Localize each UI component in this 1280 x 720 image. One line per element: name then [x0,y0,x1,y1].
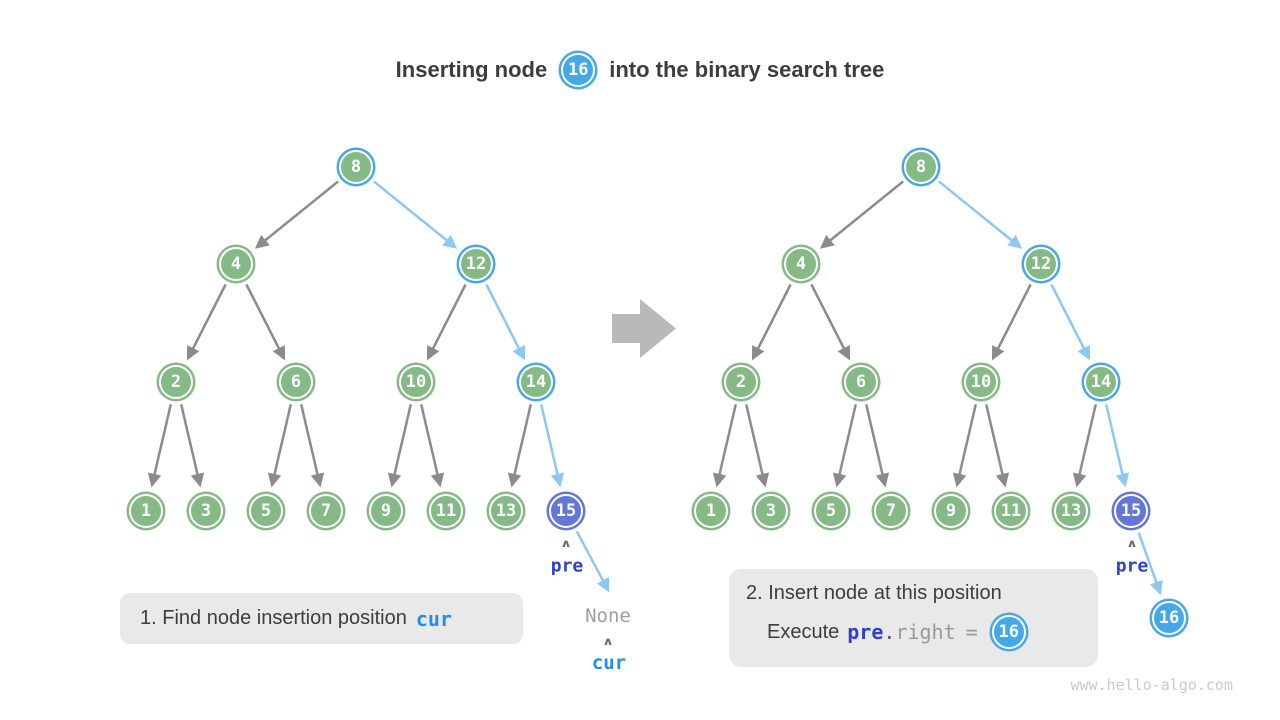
tree-edge [938,180,1023,249]
tree-edge [991,283,1032,361]
tree-edge [1050,283,1091,361]
tree-node-16: 16 [1152,601,1186,635]
none-label: None [585,605,631,627]
tree-node-12: 12 [459,247,493,281]
tree-node-8: 8 [904,150,938,184]
tree-node-13: 13 [1054,494,1088,528]
tree-node-10: 10 [399,365,433,399]
tree-node-14: 14 [1084,365,1118,399]
step2-equals: = [965,620,978,644]
tree-node-2: 2 [724,365,758,399]
tree-node-6: 6 [844,365,878,399]
tree-edge [539,404,565,488]
tree-edge [147,404,173,488]
tree-node-8: 8 [339,150,373,184]
step1-cur-code: cur [415,606,452,631]
tree-edge [485,283,526,361]
tree-node-11: 11 [429,494,463,528]
caret-up-icon: ∧ [1126,537,1138,551]
pre-label: pre [1115,555,1149,577]
tree-node-10: 10 [964,365,998,399]
step2-caption: 2. Insert node at this position Execute … [729,569,1098,667]
tree-edge [254,180,339,249]
step2-node-16: 16 [991,615,1026,649]
tree-node-15: 15 [549,494,583,528]
tree-edge [712,404,738,488]
tree-edge [245,283,286,361]
tree-edge [575,530,610,593]
pre-label: pre [550,555,584,577]
tree-edge [373,180,458,249]
tree-node-4: 4 [784,247,818,281]
step2-execute-text: Execute [767,620,840,643]
title-text-suffix: into the binary search tree [609,57,885,82]
tree-edge [426,283,467,361]
tree-edge [267,404,293,488]
tree-edge [419,404,445,488]
title-text-prefix: Inserting node [395,57,548,82]
tree-node-2: 2 [159,365,193,399]
tree-edge [751,283,792,361]
tree-edge [387,404,413,488]
step2-line1: 2. Insert node at this position [746,582,1002,604]
step1-caption: 1. Find node insertion position cur [120,593,523,644]
tree-node-7: 7 [874,494,908,528]
tree-edge [179,404,205,488]
tree-edge [186,283,227,361]
tree-edge [299,404,325,488]
tree-node-12: 12 [1024,247,1058,281]
cur-label: cur [591,652,627,674]
tree-edge [1104,404,1130,488]
step2-dot: . [883,620,896,644]
diagram-title: Inserting node 16 into the binary search… [0,46,1280,94]
step2-right-code: right [895,620,956,644]
tree-node-5: 5 [814,494,848,528]
watermark: www.hello-algo.com [1070,676,1233,694]
caret-up-icon: ∧ [602,635,614,649]
tree-edge [507,404,533,488]
tree-edge [810,283,851,361]
tree-node-5: 5 [249,494,283,528]
step2-pre-code: pre [847,620,884,644]
tree-edge [984,404,1010,488]
tree-node-1: 1 [694,494,728,528]
tree-node-14: 14 [519,365,553,399]
tree-node-4: 4 [219,247,253,281]
tree-edge [832,404,858,488]
tree-node-13: 13 [489,494,523,528]
tree-edge [952,404,978,488]
tree-edge [1137,532,1163,596]
tree-node-1: 1 [129,494,163,528]
tree-node-9: 9 [934,494,968,528]
tree-node-6: 6 [279,365,313,399]
step2-line2: Execute pre.right = 16 [767,610,1082,654]
tree-node-7: 7 [309,494,343,528]
tree-edge [864,404,890,488]
step1-text: 1. Find node insertion position [140,607,407,629]
tree-edge [744,404,770,488]
title-node-16: 16 [561,53,596,87]
tree-edge [819,180,904,249]
tree-node-9: 9 [369,494,403,528]
tree-edge [1072,404,1098,488]
tree-node-11: 11 [994,494,1028,528]
tree-node-3: 3 [189,494,223,528]
caret-up-icon: ∧ [560,537,572,551]
tree-node-3: 3 [754,494,788,528]
tree-node-15: 15 [1114,494,1148,528]
